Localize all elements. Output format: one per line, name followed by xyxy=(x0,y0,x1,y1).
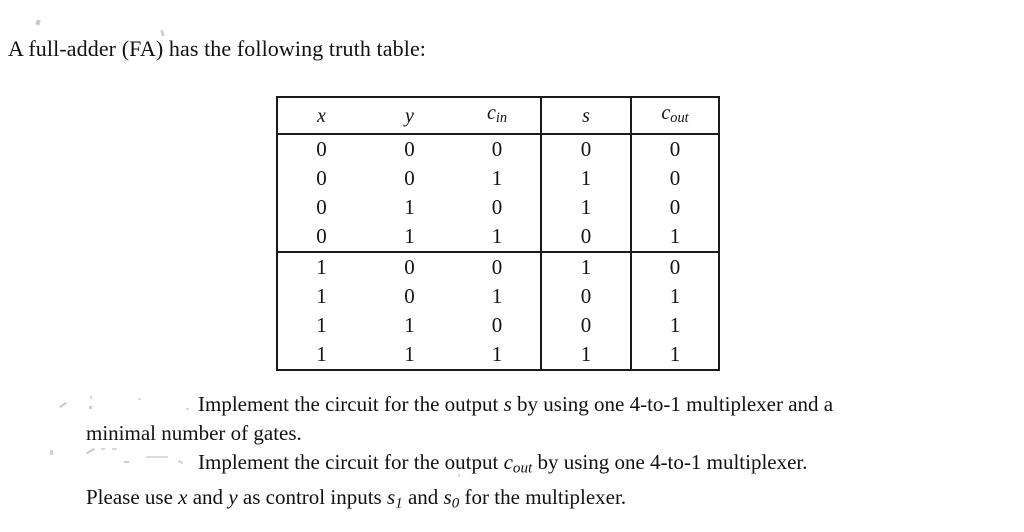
cell-x: 1 xyxy=(316,313,327,338)
cell-x: 0 xyxy=(316,166,327,191)
cell-cin: 1 xyxy=(491,166,503,191)
truth-table-container: x y cin s cout 0 0 0 0 0 0 0 1 1 0 xyxy=(276,96,720,372)
scan-speck xyxy=(35,19,41,26)
cell-cout: 0 xyxy=(630,164,719,194)
table-row: 1 0 1 0 1 xyxy=(277,282,719,312)
q2l2-var-s1: s xyxy=(386,485,396,510)
question-2: Implement the circuit for the output cou… xyxy=(86,448,986,483)
truth-table: x y cin s cout 0 0 0 0 0 0 0 1 1 0 xyxy=(276,96,720,372)
header-label-cout: c xyxy=(661,102,671,124)
cell-cin: 0 xyxy=(491,137,503,162)
cell-cout: 1 xyxy=(630,340,719,371)
cell-cout: 0 xyxy=(630,193,719,223)
header-cell-cin: cin xyxy=(454,97,541,136)
cell-y: 0 xyxy=(404,284,415,309)
q2-var-cout-sub: out xyxy=(512,460,533,477)
cell-y: 1 xyxy=(404,224,415,249)
intro-text: A full-adder (FA) has the following trut… xyxy=(8,36,427,61)
q2l2-var-s0: s xyxy=(443,485,452,510)
header-label-x: x xyxy=(317,104,326,127)
q2-text-before: Implement the circuit for the output xyxy=(198,450,504,474)
table-header-row: x y cin s cout xyxy=(277,97,719,136)
cell-s: 0 xyxy=(540,134,631,165)
header-sub-cin: in xyxy=(495,110,508,127)
scan-speck xyxy=(50,450,53,455)
header-label-y: y xyxy=(405,104,414,127)
cell-s: 1 xyxy=(540,340,631,371)
cell-cin: 1 xyxy=(491,284,503,309)
cell-cin: 1 xyxy=(491,224,503,249)
cell-y: 1 xyxy=(404,342,415,367)
scan-speck xyxy=(59,401,67,409)
cell-x: 1 xyxy=(316,284,327,309)
q2l2-var-s1-sub: 1 xyxy=(395,495,403,512)
cell-y: 0 xyxy=(404,166,415,191)
table-row: 1 0 0 1 0 xyxy=(277,251,719,283)
table-row: 0 0 0 0 0 xyxy=(277,134,719,165)
cell-s: 1 xyxy=(540,251,631,283)
q1-text-after: by using one 4-to-1 multiplexer and a xyxy=(511,392,834,416)
q2l2-b: and xyxy=(187,485,229,510)
cell-cin: 0 xyxy=(491,313,503,338)
q2-text-after: by using one 4-to-1 multiplexer. xyxy=(532,450,808,474)
cell-cin: 1 xyxy=(491,342,503,367)
q1-var-s: s xyxy=(503,392,512,416)
cell-x: 1 xyxy=(277,251,365,283)
q2l2-var-y: y xyxy=(228,485,238,510)
question-1-line2: minimal number of gates. xyxy=(86,421,302,445)
question-2-line2: Please use x and y as control inputs s1 … xyxy=(86,483,986,518)
table-body: 0 0 0 0 0 0 0 1 1 0 0 1 0 1 0 0 xyxy=(277,134,719,371)
cell-y: 0 xyxy=(365,251,454,283)
cell-s: 1 xyxy=(540,193,631,223)
cell-x: 0 xyxy=(316,195,327,220)
cell-s: 0 xyxy=(540,222,631,253)
cell-cout: 1 xyxy=(630,311,719,341)
table-row: 0 1 1 0 1 xyxy=(277,222,719,253)
cell-cout: 1 xyxy=(630,282,719,312)
questions-block: Implement the circuit for the output s b… xyxy=(86,390,986,519)
header-sub-cout: out xyxy=(670,110,689,127)
table-row: 1 1 1 1 1 xyxy=(277,340,719,371)
header-cell-cout: cout xyxy=(630,97,719,136)
cell-cin: 0 xyxy=(454,251,541,283)
question-1: Implement the circuit for the output s b… xyxy=(86,390,986,419)
cell-s: 1 xyxy=(540,164,631,194)
q2-var-cout: c xyxy=(503,450,513,474)
q2l2-c: as control inputs xyxy=(237,485,387,510)
cell-cout: 0 xyxy=(630,251,719,283)
header-label-s: s xyxy=(582,104,590,127)
header-cell-x: x xyxy=(277,97,365,136)
table-row: 0 1 0 1 0 xyxy=(277,193,719,223)
cell-x: 0 xyxy=(316,137,327,162)
q2l2-var-s0-sub: 0 xyxy=(451,495,460,512)
header-cell-y: y xyxy=(365,97,454,136)
header-cell-s: s xyxy=(540,97,631,136)
table-row: 1 1 0 0 1 xyxy=(277,311,719,341)
q1-text-before: Implement the circuit for the output xyxy=(198,392,504,416)
table-row: 0 0 1 1 0 xyxy=(277,164,719,194)
cell-y: 1 xyxy=(404,195,415,220)
cell-s: 0 xyxy=(540,311,631,341)
cell-y: 1 xyxy=(404,313,415,338)
header-label-cin: c xyxy=(486,102,496,124)
q2l2-a: Please use xyxy=(86,485,179,510)
cell-cout: 0 xyxy=(630,134,719,165)
cell-cout: 1 xyxy=(630,222,719,253)
cell-y: 0 xyxy=(404,137,415,162)
cell-s: 0 xyxy=(540,282,631,312)
q2l2-d: and xyxy=(402,485,444,510)
q2l2-e: for the multiplexer. xyxy=(459,485,627,510)
cell-x: 1 xyxy=(316,342,327,367)
q2l2-var-x: x xyxy=(178,485,188,510)
cell-cin: 0 xyxy=(491,195,503,220)
cell-x: 0 xyxy=(316,224,327,249)
